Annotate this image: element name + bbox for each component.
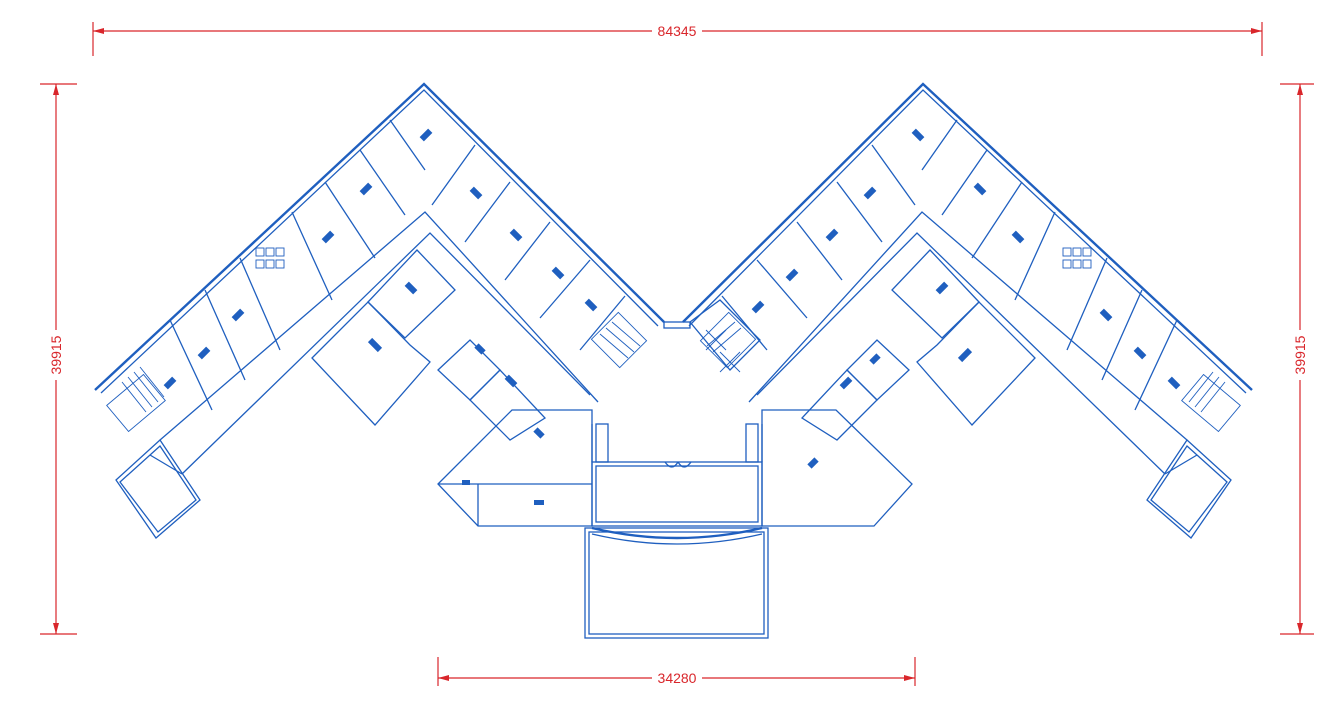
dimension-height-left: 39915: [40, 83, 77, 635]
dimension-label-height-right: 39915: [1292, 335, 1308, 374]
dimension-label-height-left: 39915: [48, 335, 64, 374]
left-wing: [94, 82, 665, 539]
central-lobby: [437, 299, 913, 639]
dimension-entrance-width: 34280: [437, 657, 916, 687]
dimension-overall-width: 84345: [92, 22, 1263, 56]
dimension-height-right: 39915: [1280, 83, 1314, 635]
dimension-label-width: 84345: [658, 23, 697, 39]
right-wing: [682, 82, 1253, 539]
dimension-label-entrance: 34280: [658, 670, 697, 686]
room-labels: [163, 128, 1181, 505]
